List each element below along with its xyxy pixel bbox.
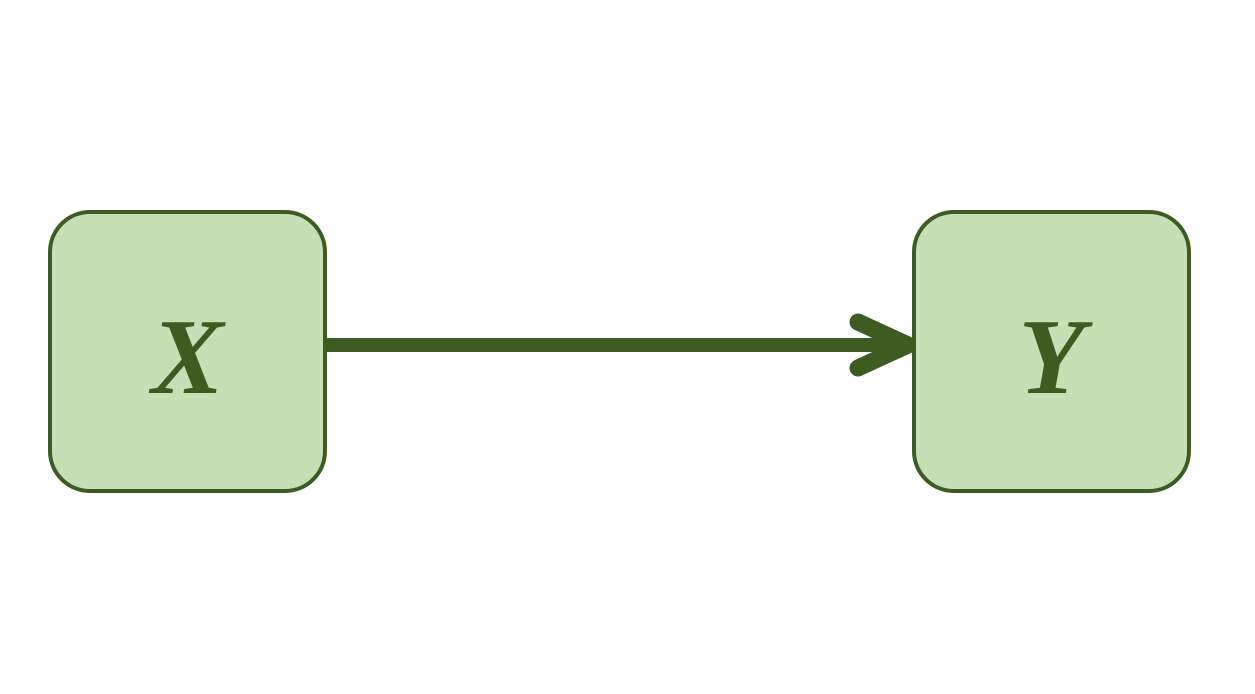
arrowhead-icon — [849, 313, 917, 377]
node-x-shape — [48, 210, 327, 493]
node-y-label: Y — [1019, 298, 1094, 417]
node-x[interactable]: X — [48, 210, 327, 493]
node-y-shape — [912, 210, 1191, 493]
node-x-label: X — [148, 298, 226, 417]
edge-x-to-y[interactable] — [327, 313, 917, 377]
node-y[interactable]: Y — [912, 210, 1191, 493]
